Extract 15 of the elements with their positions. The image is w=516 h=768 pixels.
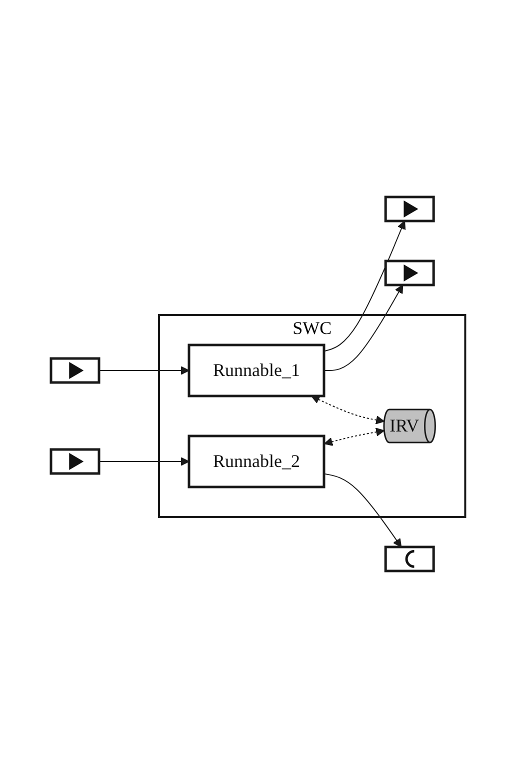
arrow xyxy=(311,396,384,424)
arrow xyxy=(324,428,384,446)
node-box xyxy=(384,546,435,572)
node-box: Runnable_1 xyxy=(188,344,326,398)
arrow xyxy=(98,366,190,375)
node-box xyxy=(384,260,435,286)
node-box xyxy=(50,448,100,475)
node-box xyxy=(384,196,435,222)
arrow xyxy=(323,284,404,371)
arrow xyxy=(323,473,402,548)
arrow xyxy=(98,457,190,466)
node-box xyxy=(50,357,100,384)
node-box: Runnable_2 xyxy=(188,434,326,488)
node-label: IRV xyxy=(389,415,420,436)
arrow xyxy=(323,220,406,352)
